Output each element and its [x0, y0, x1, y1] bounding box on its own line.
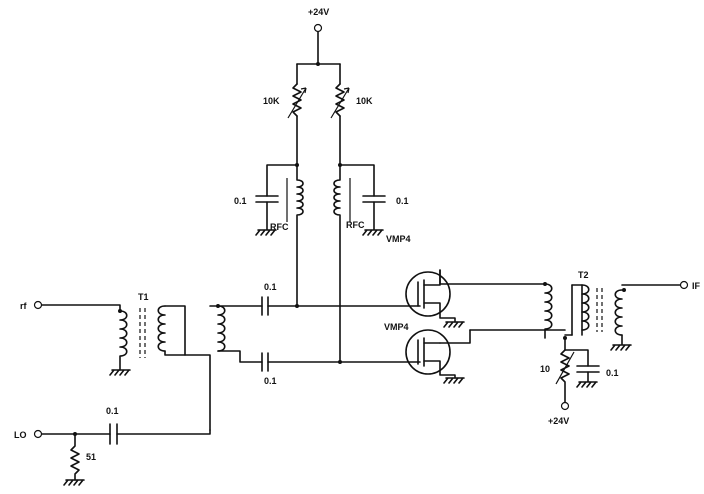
source-cap-label: 0.1 [606, 368, 619, 378]
mosfet-top [405, 271, 451, 317]
pot-left-label: 10K [263, 96, 280, 106]
if-output-label: IF [692, 281, 701, 291]
supply-top-label: +24V [308, 7, 329, 17]
supply-terminal-bottom [560, 401, 570, 411]
ground-icon [63, 479, 85, 486]
ground-icon [362, 201, 384, 236]
lo-input-label: LO [14, 430, 27, 440]
rfc-left-inductor [296, 164, 304, 306]
t1-label: T1 [138, 292, 149, 302]
bias-cap-right [362, 195, 386, 203]
pot-right-label: 10K [356, 96, 373, 106]
coupling-cap-bottom [261, 352, 269, 372]
source-cap [576, 365, 600, 373]
supply-terminal-top [313, 23, 323, 33]
lo-termination-resistor [70, 433, 80, 481]
source-resistor [560, 349, 570, 403]
pot-left-arrow [287, 87, 307, 119]
lo-res-label: 51 [86, 452, 96, 462]
coupling-cap-top-label: 0.1 [264, 282, 277, 292]
pot-right-arrow [330, 87, 350, 119]
t2-primary-right [581, 284, 590, 331]
lo-input-terminal[interactable] [33, 429, 43, 439]
t2-primary-left [544, 283, 553, 339]
ground-icon [610, 334, 632, 351]
coupling-cap-top [261, 296, 269, 316]
rfc-right-inductor [333, 164, 341, 363]
rf-input-label: rf [20, 301, 28, 311]
lo-coupling-cap [109, 423, 118, 445]
pot-right-resistor [335, 83, 345, 117]
ground-icon [255, 201, 277, 236]
ground-icon [109, 369, 131, 376]
if-output-terminal[interactable] [679, 280, 689, 290]
t1-primary [119, 310, 128, 371]
t2-secondary [614, 289, 623, 336]
fet-mid-label: VMP4 [384, 322, 409, 332]
rf-input-terminal[interactable] [33, 300, 43, 310]
coupling-cap-bottom-label: 0.1 [264, 376, 277, 386]
rfc-right-label: RFC [346, 220, 365, 230]
mosfet-bottom [405, 329, 451, 375]
bias-cap-left-label: 0.1 [234, 196, 247, 206]
rfc-left-label: RFC [270, 222, 289, 232]
lo-cap-label: 0.1 [106, 406, 119, 416]
t1-secondary [157, 305, 166, 352]
fet-top-label: VMP4 [386, 234, 411, 244]
t2-label: T2 [578, 270, 589, 280]
phase-split-coil [217, 305, 226, 352]
supply-bottom-label: +24V [548, 416, 569, 426]
bias-cap-left [255, 195, 279, 203]
ground-icon [576, 371, 598, 388]
bias-cap-right-label: 0.1 [396, 196, 409, 206]
t2-core [596, 288, 603, 332]
ground-icon [443, 321, 465, 328]
source-resistor-label: 10 [540, 364, 550, 374]
ground-icon [443, 377, 465, 384]
pot-left-resistor [292, 83, 302, 117]
t1-core [139, 308, 146, 358]
